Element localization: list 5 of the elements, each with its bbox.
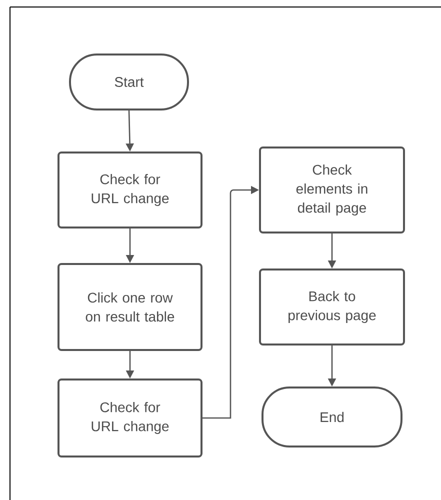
process-box: Back to previous page bbox=[259, 268, 405, 346]
process-box: Click one row on result table bbox=[58, 263, 202, 351]
process-box: Check for URL change bbox=[58, 378, 202, 458]
process-box: Check elements in detail page bbox=[259, 146, 405, 234]
process-box: Check for URL change bbox=[58, 152, 202, 228]
